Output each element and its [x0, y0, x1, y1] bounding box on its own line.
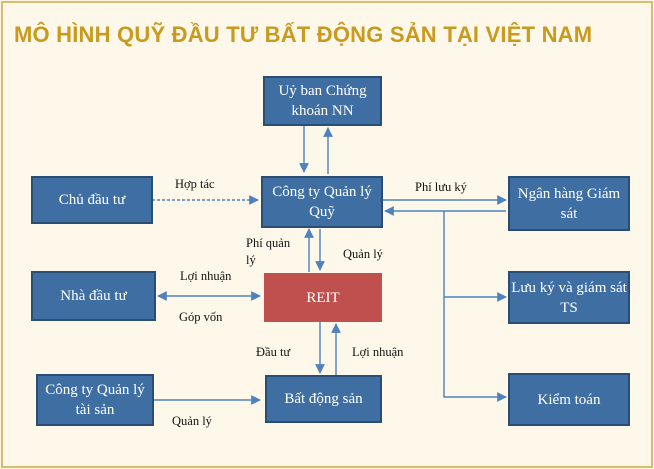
node-ubck: Uỷ ban Chứng khoán NN: [263, 76, 382, 126]
label-hop-tac: Hợp tác: [175, 177, 215, 191]
label-quan-ly-ts: Quản lý: [172, 414, 212, 428]
label-gop-von: Góp vốn: [179, 310, 223, 324]
node-ctql-quy: Công ty Quản lý Quỹ: [261, 176, 383, 228]
diagram-title: MÔ HÌNH QUỸ ĐẦU TƯ BẤT ĐỘNG SẢN TẠI VIỆT…: [14, 22, 593, 47]
node-ngan-hang: Ngân hàng Giám sát: [508, 176, 630, 231]
node-chu-dau-tu: Chủ đầu tư: [31, 176, 153, 224]
node-nha-dau-tu: Nhà đầu tư: [31, 271, 156, 321]
edge-ngan-hang-bus: [443, 211, 507, 402]
label-dau-tu: Đầu tư: [256, 345, 291, 359]
label-phi-luu-ky: Phí lưu ký: [415, 180, 467, 194]
node-ctql-ts: Công ty Quản lý tài sản: [36, 374, 154, 426]
node-luu-ky: Lưu ký và giám sát TS: [508, 271, 630, 324]
label-quan-ly-reit: Quản lý: [343, 247, 383, 261]
label-loi-nhuan-bds: Lợi nhuận: [352, 345, 404, 359]
label-loi-nhuan-ndt: Lợi nhuận: [180, 269, 232, 283]
label-phi-quan-ly: Phí quản lý: [246, 236, 291, 267]
node-bds: Bất động sản: [265, 375, 382, 423]
node-kiem-toan: Kiểm toán: [508, 373, 630, 426]
node-reit: REIT: [264, 273, 382, 322]
